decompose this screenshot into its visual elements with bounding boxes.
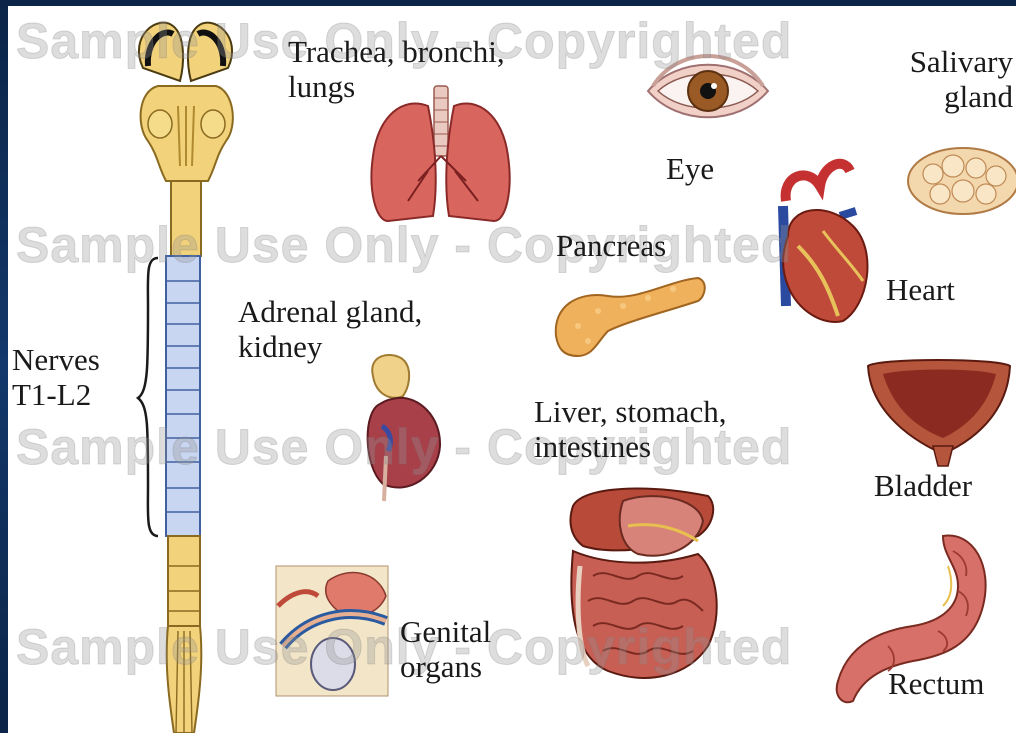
label-liver-line2: intestines <box>534 429 726 464</box>
label-eye: Eye <box>666 151 714 186</box>
label-pancreas: Pancreas <box>556 228 666 263</box>
label-genital-line1: Genital <box>400 614 491 649</box>
label-trachea-line2: lungs <box>288 69 505 104</box>
label-nerves-line1: Nerves <box>12 342 100 377</box>
label-adrenal-line2: kidney <box>238 329 422 364</box>
label-adrenal-line1: Adrenal gland, <box>238 294 422 329</box>
label-rectum: Rectum <box>888 666 984 701</box>
label-nerves-line2: T1-L2 <box>12 377 100 412</box>
label-nerves: Nerves T1-L2 <box>12 342 100 412</box>
label-heart: Heart <box>886 272 955 307</box>
diagram-canvas: Sample Use Only - Copyrighted Sample Use… <box>8 6 1016 733</box>
label-salivary-line2: gland <box>878 79 1013 114</box>
label-genital: Genital organs <box>400 614 491 684</box>
label-salivary: Salivary gland <box>878 44 1013 114</box>
label-bladder: Bladder <box>874 468 972 503</box>
label-salivary-line1: Salivary <box>878 44 1013 79</box>
label-adrenal: Adrenal gland, kidney <box>238 294 422 364</box>
label-genital-line2: organs <box>400 649 491 684</box>
watermark-row-2: Sample Use Only - Copyrighted <box>16 216 792 274</box>
label-trachea-line1: Trachea, bronchi, <box>288 34 505 69</box>
label-liver-line1: Liver, stomach, <box>534 394 726 429</box>
label-trachea: Trachea, bronchi, lungs <box>288 34 505 104</box>
label-liver: Liver, stomach, intestines <box>534 394 726 464</box>
